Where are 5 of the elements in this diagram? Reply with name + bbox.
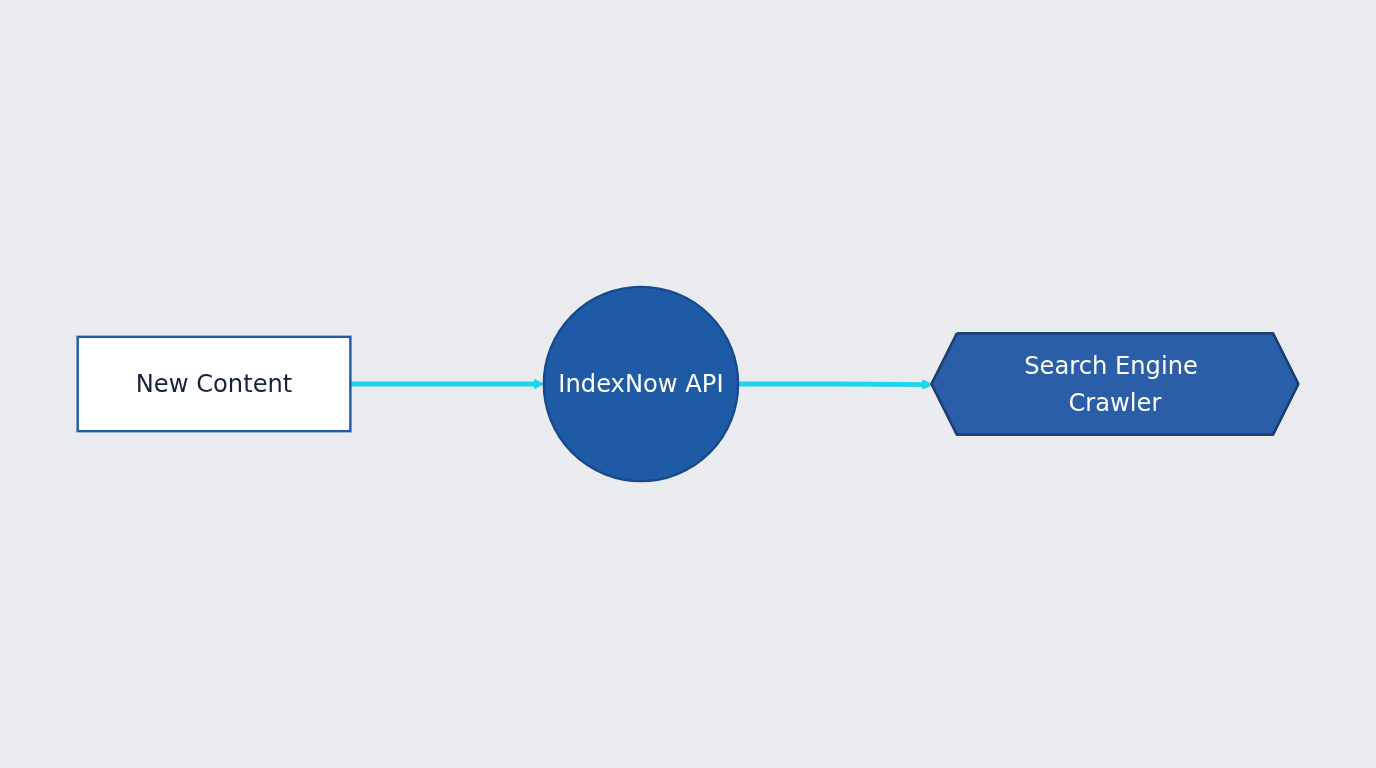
node-circle [542,285,740,483]
arrow [350,378,545,390]
node-box [76,335,352,433]
arrow [738,379,933,390]
flow-diagram: New Content IndexNow API Search Engine Crawler [68,124,1308,644]
